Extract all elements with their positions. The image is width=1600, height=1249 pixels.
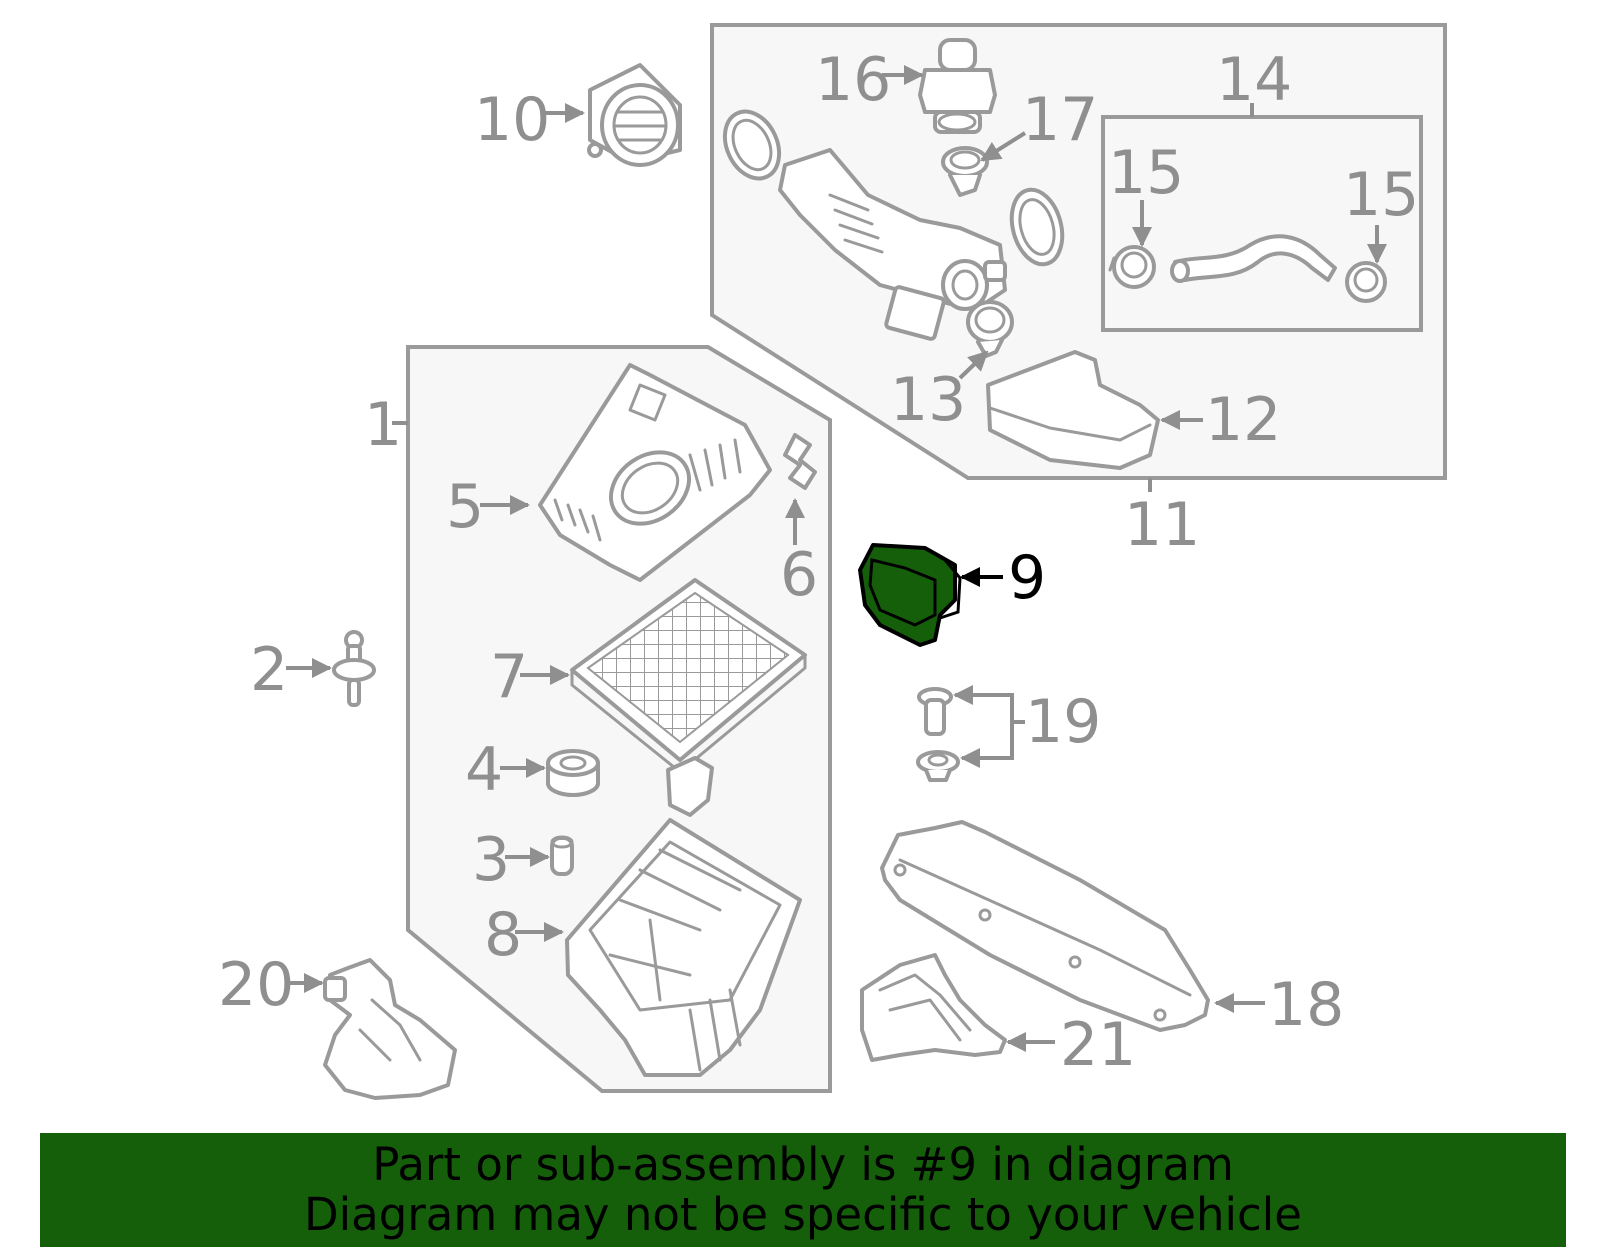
part-4-grommet — [546, 749, 600, 797]
part-21-duct — [860, 953, 1007, 1062]
label-part-18: 18 — [1268, 970, 1344, 1040]
label-part-15-left: 15 — [1108, 138, 1184, 208]
part-12-resonator — [986, 350, 1160, 470]
part-7-air-filter — [570, 578, 807, 774]
part-15-clamp-right — [1345, 261, 1387, 303]
label-part-4: 4 — [465, 735, 503, 805]
label-part-15-right: 15 — [1343, 160, 1419, 230]
label-part-7: 7 — [490, 642, 528, 712]
part-3-insert — [550, 835, 574, 876]
part-16-resonator-cap — [918, 38, 997, 134]
banner-line-part-info: Part or sub-assembly is #9 in diagram — [372, 1138, 1234, 1191]
label-part-9: 9 — [1008, 543, 1046, 613]
label-part-17: 17 — [1022, 85, 1098, 155]
label-part-6: 6 — [780, 540, 818, 610]
label-part-20: 20 — [218, 950, 294, 1020]
part-17-clamp — [941, 146, 989, 197]
label-part-10: 10 — [474, 85, 550, 155]
hose-clamp-right — [1009, 187, 1065, 267]
label-part-12: 12 — [1205, 385, 1281, 455]
part-18-air-deflector — [880, 820, 1210, 1032]
part-10-maf-sensor — [587, 63, 682, 167]
label-part-5: 5 — [446, 472, 484, 542]
label-part-1: 1 — [364, 390, 402, 460]
info-banner: Part or sub-assembly is #9 in diagram Di… — [40, 1133, 1566, 1247]
label-part-16: 16 — [815, 45, 891, 115]
label-part-8: 8 — [484, 900, 522, 970]
leader-lines — [285, 65, 1387, 1052]
part-14-breather-hose — [1170, 234, 1337, 283]
label-part-19: 19 — [1025, 687, 1101, 757]
intake-hose — [722, 109, 1007, 341]
part-15-clamp-left — [1108, 245, 1156, 289]
part-5-upper-cover — [538, 363, 772, 582]
label-part-21: 21 — [1060, 1010, 1136, 1080]
part-19-bolt-grommet — [916, 687, 960, 782]
part-20-bracket — [323, 958, 457, 1100]
part-9-intake-duct-highlighted — [858, 543, 962, 647]
label-part-11: 11 — [1124, 490, 1200, 560]
label-part-2: 2 — [250, 635, 288, 705]
label-part-14: 14 — [1216, 45, 1292, 115]
banner-line-disclaimer: Diagram may not be specific to your vehi… — [304, 1188, 1302, 1241]
part-13-clamp — [966, 300, 1014, 358]
part-6-clip — [783, 433, 817, 490]
label-part-13: 13 — [890, 365, 966, 435]
part-2-push-pin — [332, 630, 376, 707]
part-8-lower-box — [565, 756, 802, 1077]
label-part-3: 3 — [472, 825, 510, 895]
